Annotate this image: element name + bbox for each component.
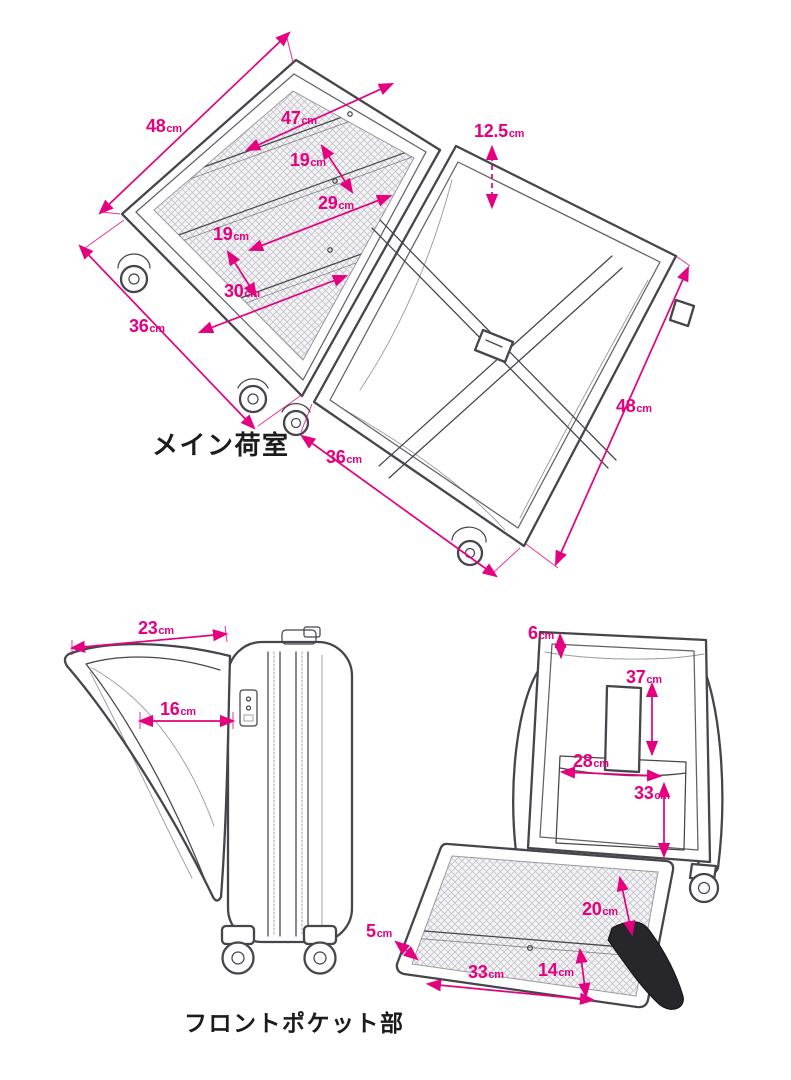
dim-label-main-pocket-top-depth: 19cm — [290, 150, 326, 170]
dim-label-main-pocket-mid-width: 29cm — [318, 193, 354, 213]
dim-label-main-pocket-bottom-width: 30cm — [224, 281, 260, 301]
dim-label-main-body-depth: 12.5cm — [474, 121, 525, 141]
open-front-flap — [63, 642, 232, 902]
side-tab — [668, 298, 696, 328]
dim-label-main-pocket-mid-depth: 19cm — [213, 224, 249, 244]
center-strap — [603, 684, 643, 774]
dim-label-front-flap-inner-width: 16cm — [160, 699, 196, 719]
front-pocket-side-view — [63, 625, 354, 975]
front-pocket-open-view — [394, 630, 724, 1010]
front-section-title: フロントポケット部 — [184, 1010, 405, 1036]
dim-label-main-lid-width: 36cm — [129, 316, 165, 336]
document-pocket — [555, 755, 687, 851]
strap-buckle-icon — [473, 328, 515, 364]
tsa-lock-icon — [239, 689, 258, 727]
dim-label-front-flap-edge-depth: 5cm — [366, 921, 393, 941]
dim-label-main-lid-height: 48cm — [146, 116, 182, 136]
front-zipper-band — [267, 651, 323, 937]
front-view-wheels — [220, 924, 338, 975]
hand-strap — [607, 921, 684, 1010]
open-pocket-shell — [526, 630, 712, 864]
main-section-title: メイン荷室 — [152, 430, 290, 460]
side-view-dimension-lines — [69, 625, 236, 729]
dim-label-front-pocket-lower-height: 33cm — [634, 783, 670, 803]
main-compartment-illustration — [78, 31, 696, 578]
dim-label-front-mesh-upper-height: 20cm — [582, 899, 618, 919]
main-dimension-lines — [78, 31, 691, 578]
dim-label-front-pocket-width: 28cm — [573, 751, 609, 771]
open-view-wheel — [688, 862, 720, 904]
dim-label-front-mesh-width: 33cm — [468, 962, 504, 982]
dim-label-main-body-height: 48cm — [616, 396, 652, 416]
dim-label-main-body-width: 36cm — [326, 447, 362, 467]
open-view-dimension-lines — [394, 632, 671, 1005]
dim-label-front-mesh-lower-height: 14cm — [538, 960, 574, 980]
dim-label-front-flap-open-width: 23cm — [138, 618, 174, 638]
dim-label-front-top-depth: 6cm — [528, 623, 555, 643]
zipper-pull-icon — [526, 944, 534, 952]
dim-label-main-lid-inner-height: 47cm — [281, 108, 317, 128]
dim-label-front-pocket-full-height: 37cm — [626, 667, 662, 687]
